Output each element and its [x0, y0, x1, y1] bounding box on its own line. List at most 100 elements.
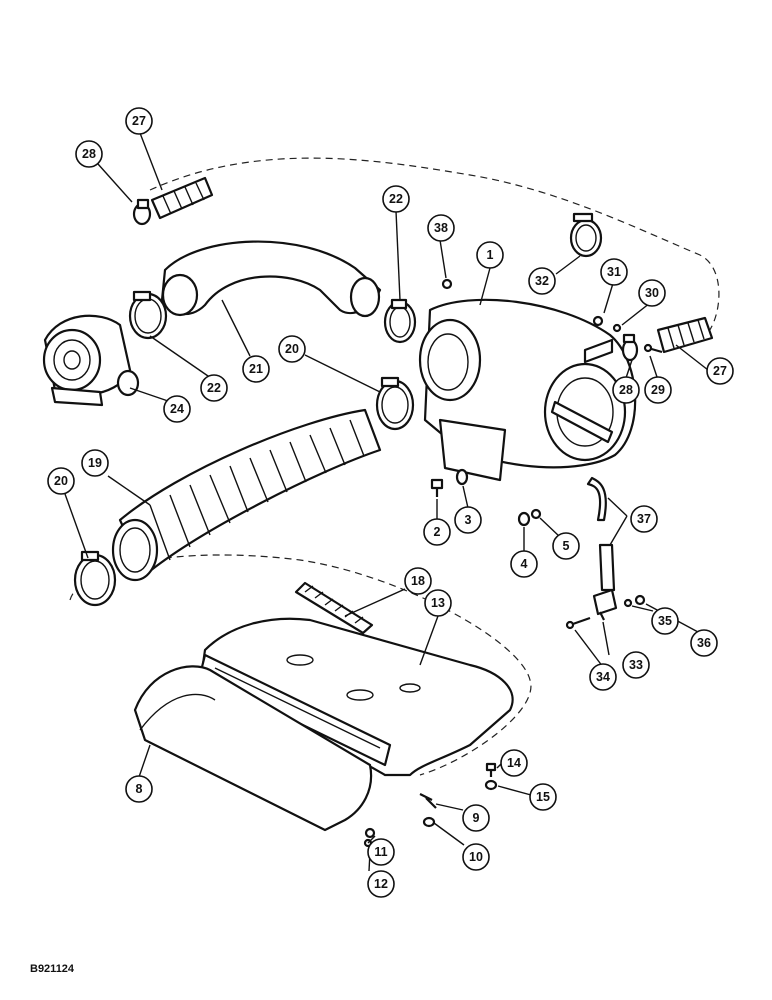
callout-label: 37 [637, 512, 651, 526]
callout-24: 24 [163, 395, 191, 423]
leader-lines [64, 132, 709, 872]
nut-5 [530, 508, 542, 520]
callout-27-right: 27 [706, 357, 734, 385]
callout-label: 38 [434, 221, 448, 235]
precleaner-24 [42, 314, 140, 407]
callout-label: 34 [596, 670, 610, 684]
hose-clamp-20-lower [73, 550, 117, 607]
callout-label: 12 [374, 877, 388, 891]
nut-36 [634, 594, 646, 606]
callout-18: 18 [404, 567, 432, 595]
air-cleaner-housing-1 [418, 298, 637, 482]
assembly-dashed-outlines [69, 157, 720, 776]
washer-30 [612, 323, 622, 333]
callout-34: 34 [589, 663, 617, 691]
callout-19: 19 [81, 449, 109, 477]
callout-9: 9 [462, 804, 490, 832]
callout-36: 36 [690, 629, 718, 657]
callout-label: 29 [651, 383, 665, 397]
callout-35: 35 [651, 607, 679, 635]
callout-22-right: 22 [382, 185, 410, 213]
bolt-14 [485, 762, 497, 777]
callout-11: 11 [367, 838, 395, 866]
callout-label: 24 [170, 402, 184, 416]
callout-5: 5 [552, 532, 580, 560]
callout-29: 29 [644, 376, 672, 404]
callout-label: 21 [249, 362, 263, 376]
washer-3 [455, 468, 469, 486]
callout-28-left: 28 [75, 140, 103, 168]
callout-32: 32 [528, 267, 556, 295]
callout-31: 31 [600, 258, 628, 286]
callout-label: 5 [563, 539, 570, 553]
hose-clamp-22-right [383, 298, 417, 344]
callout-27-left: 27 [125, 107, 153, 135]
callout-label: 18 [411, 574, 425, 588]
callout-label: 28 [82, 147, 96, 161]
figure-reference-code: B921124 [30, 963, 75, 975]
callout-22-left: 22 [200, 374, 228, 402]
callout-label: 2 [434, 525, 441, 539]
hose-clamp-28-left [132, 198, 152, 226]
bolt-38 [441, 278, 453, 290]
callout-14: 14 [500, 749, 528, 777]
drain-tube-37 [586, 476, 616, 592]
callout-3: 3 [454, 506, 482, 534]
callout-10: 10 [462, 843, 490, 871]
washer-15 [484, 779, 498, 791]
callout-2: 2 [423, 518, 451, 546]
callout-label: 13 [431, 596, 445, 610]
callout-label: 28 [619, 383, 633, 397]
callout-21: 21 [242, 355, 270, 383]
intake-tube-21 [160, 240, 382, 318]
callout-label: 9 [473, 811, 480, 825]
callout-label: 27 [132, 114, 146, 128]
callout-label: 22 [207, 381, 221, 395]
callout-label: 10 [469, 850, 483, 864]
callout-20-lower: 20 [47, 467, 75, 495]
callout-label: 27 [713, 364, 727, 378]
washer-35 [623, 598, 633, 608]
bolt-34 [565, 616, 591, 630]
valve-33 [592, 588, 618, 621]
screw-29 [643, 343, 663, 354]
callout-label: 32 [535, 274, 549, 288]
hose-clamp-28-right [621, 333, 639, 362]
callout-label: 20 [285, 342, 299, 356]
callout-label: 30 [645, 286, 659, 300]
washer-11 [364, 827, 376, 839]
callout-4: 4 [510, 550, 538, 578]
filter-element-18 [294, 581, 374, 635]
nut-31 [592, 315, 604, 327]
callout-label: 14 [507, 756, 521, 770]
hose-clamp-20-upper [375, 376, 415, 431]
rubber-sleeve-27-left [150, 176, 214, 220]
callout-label: 33 [629, 658, 643, 672]
hose-clamp-32 [569, 212, 603, 258]
callout-33: 33 [622, 651, 650, 679]
callout-30: 30 [638, 279, 666, 307]
callout-label: 1 [487, 248, 494, 262]
callout-label: 19 [88, 456, 102, 470]
wing-screw-9 [419, 793, 437, 809]
callout-15: 15 [529, 783, 557, 811]
callout-label: 4 [521, 557, 528, 571]
hose-clamp-22-left [128, 290, 168, 340]
callout-label: 11 [374, 845, 387, 859]
callout-38: 38 [427, 214, 455, 242]
bolt-2 [430, 478, 444, 497]
rubber-sleeve-27-right [656, 316, 714, 354]
callout-label: 31 [607, 265, 621, 279]
callout-label: 22 [389, 192, 403, 206]
callout-13: 13 [424, 589, 452, 617]
callout-1: 1 [476, 241, 504, 269]
callout-28-right: 28 [612, 376, 640, 404]
callout-label: 15 [536, 790, 550, 804]
duct-cover-8 [133, 665, 373, 832]
callout-label: 20 [54, 474, 68, 488]
callout-20-upper: 20 [278, 335, 306, 363]
washer-10 [422, 816, 436, 828]
callout-8: 8 [125, 775, 153, 803]
callout-label: 3 [465, 513, 472, 527]
